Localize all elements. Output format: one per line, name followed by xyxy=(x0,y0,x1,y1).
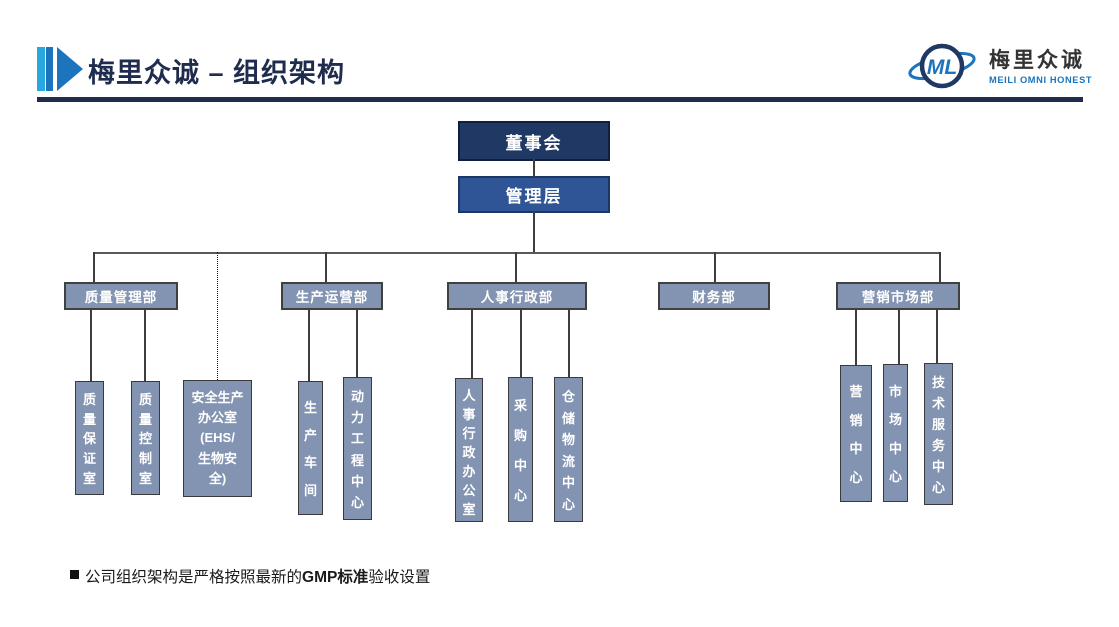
connector-to-dept-5 xyxy=(939,252,941,283)
connector-quality-2 xyxy=(144,310,146,381)
company-logo: ML 梅里众诚 MEILI OMNI HONEST xyxy=(906,40,1092,94)
org-box-board: 董事会 xyxy=(458,121,610,161)
unit-box-procurement-center: 采购中心 xyxy=(508,377,533,522)
title-accent-bar-light-icon xyxy=(37,47,45,91)
connector-to-dept-1 xyxy=(93,252,95,283)
connector-hr-3 xyxy=(568,310,570,377)
connector-board-management xyxy=(533,159,535,177)
org-box-management: 管理层 xyxy=(458,176,610,213)
unit-box-sales-center: 营销中心 xyxy=(840,365,872,502)
unit-box-warehouse-logistics: 仓储物流中心 xyxy=(554,377,583,522)
connector-to-dept-3 xyxy=(515,252,517,283)
connector-to-dept-2 xyxy=(325,252,327,283)
connector-dotted-ehs xyxy=(217,252,218,380)
connector-marketing-2 xyxy=(898,310,900,364)
dept-box-hr-admin: 人事行政部 xyxy=(447,282,587,310)
connector-marketing-1 xyxy=(855,310,857,365)
connector-to-dept-4 xyxy=(714,252,716,283)
logo-en-text: MEILI OMNI HONEST xyxy=(989,74,1093,85)
connector-management-bus xyxy=(533,211,535,253)
unit-box-ehs-office: 安全生产 办公室 (EHS/ 生物安 全) xyxy=(183,380,252,497)
logo-cn-text: 梅里众诚 xyxy=(989,49,1085,73)
page-title: 梅里众诚 – 组织架构 xyxy=(88,58,346,88)
connector-production-2 xyxy=(356,310,358,377)
connector-marketing-3 xyxy=(936,310,938,363)
footer-note: 公司组织架构是严格按照最新的GMP标准验收设置 xyxy=(70,565,430,587)
connector-bus-line xyxy=(93,252,940,254)
unit-box-qc-room: 质量控制室 xyxy=(131,381,160,495)
unit-box-market-center: 市场中心 xyxy=(883,364,908,502)
title-accent-bar-dark-icon xyxy=(46,47,53,91)
unit-box-tech-service-center: 技术服务中心 xyxy=(924,363,953,505)
footer-text: 公司组织架构是严格按照最新的GMP标准验收设置 xyxy=(85,569,431,586)
dept-box-quality: 质量管理部 xyxy=(64,282,178,310)
logo-monogram: ML xyxy=(927,56,957,79)
connector-hr-2 xyxy=(520,310,522,377)
title-arrow-icon xyxy=(57,47,83,91)
connector-quality-1 xyxy=(90,310,92,381)
unit-box-qa-room: 质量保证室 xyxy=(75,381,104,495)
connector-production-1 xyxy=(308,310,310,381)
dept-box-finance: 财务部 xyxy=(658,282,770,310)
dept-box-production: 生产运营部 xyxy=(281,282,383,310)
logo-emblem-icon: ML xyxy=(908,43,976,89)
title-underline xyxy=(37,97,1083,102)
unit-box-power-engineering: 动力工程中心 xyxy=(343,377,372,520)
connector-hr-1 xyxy=(471,310,473,378)
footer-bullet-icon xyxy=(70,570,79,579)
unit-box-workshop: 生产车间 xyxy=(298,381,323,515)
dept-box-marketing: 营销市场部 xyxy=(836,282,960,310)
unit-box-hr-office: 人事行政办公室 xyxy=(455,378,483,522)
